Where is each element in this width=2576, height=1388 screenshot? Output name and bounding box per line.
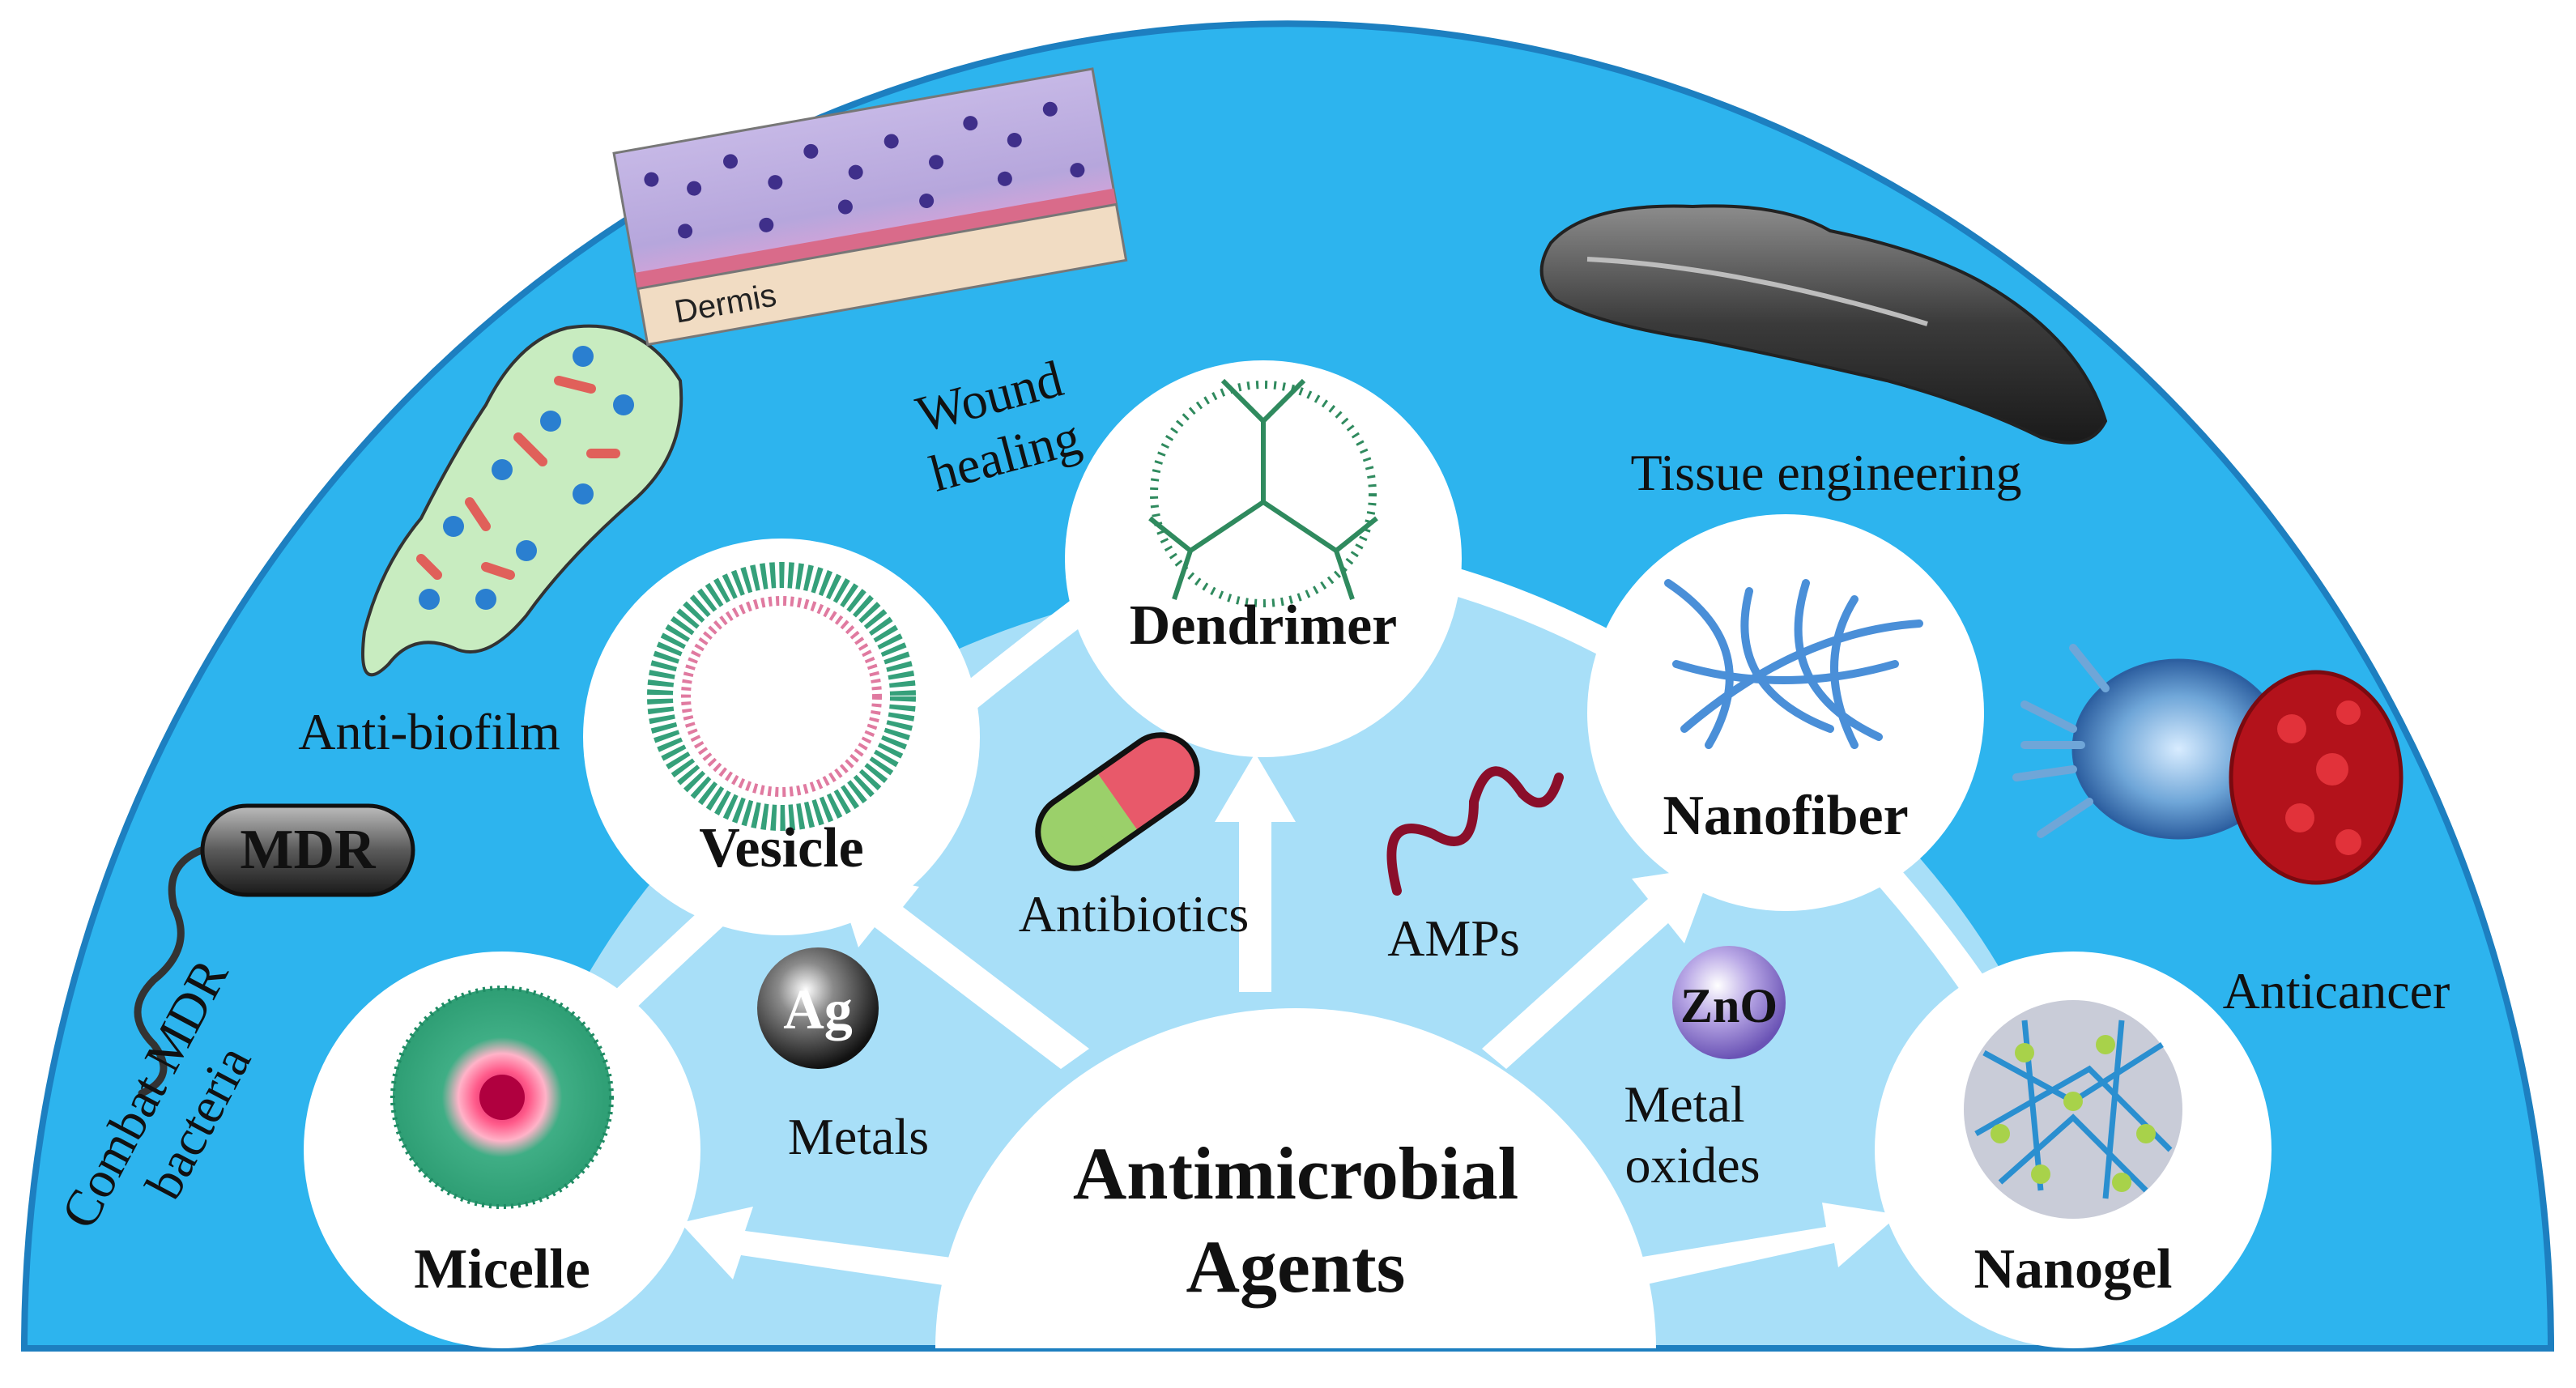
tissue-engineering-label: Tissue engineering: [1631, 444, 2022, 501]
nanofiber-label: Nanofiber: [1663, 785, 1908, 847]
anti-biofilm-label: Anti-biofilm: [298, 703, 560, 760]
agent-metal-oxides: ZnO Metal oxides: [1624, 946, 1786, 1194]
anticancer-label: Anticancer: [2223, 962, 2450, 1020]
capsule-icon: [1035, 732, 1200, 871]
silver-symbol: Ag: [783, 979, 853, 1041]
agent-metals: Ag Metals: [757, 947, 929, 1165]
micelle-label: Micelle: [414, 1238, 590, 1301]
carrier-nanogel: Nanogel: [1875, 952, 2272, 1348]
mdr-badge-text: MDR: [240, 819, 377, 881]
antibiotics-label: Antibiotics: [1019, 885, 1249, 943]
carrier-dendrimer: Dendrimer: [1065, 360, 1462, 757]
cancer-cell-icon: [2229, 670, 2404, 885]
metals-label: Metals: [788, 1108, 929, 1165]
arrow-to-vesicle: [834, 871, 1089, 1069]
amps-label: AMPs: [1387, 909, 1520, 967]
dendrimer-label: Dendrimer: [1130, 594, 1397, 657]
vesicle-icon: [647, 562, 916, 831]
skin-section-icon: Dermis: [612, 67, 1128, 347]
silver-sphere-icon: [757, 947, 879, 1069]
bone-scaffold-icon: [1539, 204, 2108, 445]
arrow-to-micelle: [680, 1207, 964, 1288]
biofilm-icon: [361, 324, 683, 677]
application-tissue-engineering: Tissue engineering: [1539, 204, 2108, 501]
application-anti-biofilm: Anti-biofilm: [298, 324, 683, 760]
nanofiber-icon: [1664, 579, 1923, 749]
flagellum-icon: [134, 842, 219, 1097]
metal-oxides-line1: Metal: [1624, 1075, 1744, 1133]
application-anticancer: Anticancer: [2012, 644, 2450, 1020]
agent-amps: AMPs: [1386, 766, 1564, 967]
arrow-to-nanofiber: [1482, 866, 1713, 1069]
nanogel-label: Nanogel: [1974, 1238, 2173, 1301]
metal-oxides-line2: oxides: [1624, 1136, 1760, 1194]
carrier-nanofiber: Nanofiber: [1587, 514, 1984, 911]
dendrimer-icon: [1148, 378, 1378, 607]
peptide-icon: [1386, 766, 1564, 896]
agent-antibiotics: Antibiotics: [1019, 732, 1249, 943]
mdr-bacterium-icon: [200, 803, 415, 897]
arrow-to-nanogel: [1628, 1203, 1899, 1288]
carrier-vesicle: Vesicle: [583, 539, 980, 935]
arrow-to-dendrimer: [1215, 753, 1296, 992]
center-dome: [935, 1008, 1656, 1348]
zno-sphere-icon: [1672, 946, 1786, 1059]
zno-symbol: ZnO: [1680, 979, 1778, 1032]
center-title-line2: Agents: [1186, 1225, 1406, 1308]
arrows: [680, 753, 1899, 1288]
center-title-line1: Antimicrobial: [1073, 1132, 1518, 1215]
carrier-micelle: Micelle: [304, 952, 700, 1348]
vesicle-label: Vesicle: [699, 817, 863, 879]
